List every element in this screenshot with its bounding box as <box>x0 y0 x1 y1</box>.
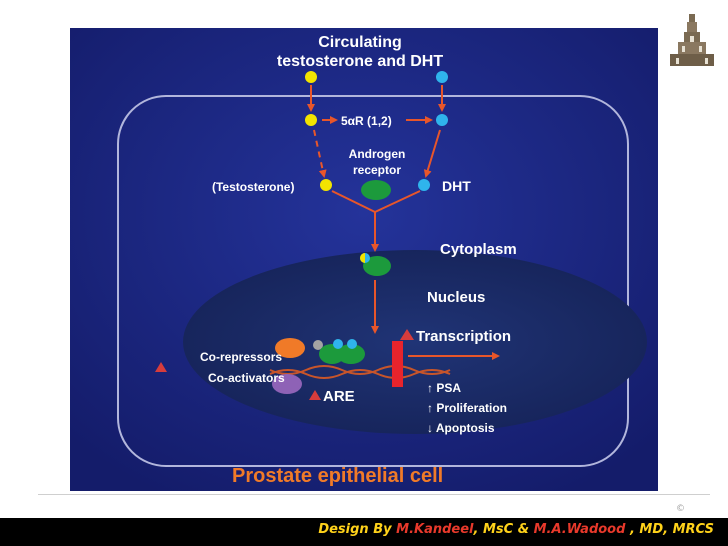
dimer-dht-right-icon <box>347 339 357 349</box>
dht-molecule <box>436 71 448 83</box>
design-credit: Design By M.Kandeel, MsC & M.A.Wadood , … <box>318 522 714 537</box>
author-2-name: M.A.Wadood <box>533 522 626 537</box>
diagram-title: Prostate epithelial cell <box>232 465 443 487</box>
enzyme-label: 5αR (1,2) <box>341 114 392 128</box>
grey-cofactor-icon <box>313 340 323 350</box>
dht-near-receptor <box>418 179 430 191</box>
receptor-dimer-left-icon <box>319 344 345 364</box>
proliferation-label: ↑ Proliferation <box>427 401 507 415</box>
nucleus-label: Nucleus <box>427 289 485 306</box>
university-tower-logo <box>670 14 714 66</box>
co-repressor-icon <box>275 338 305 358</box>
dna-strand-2 <box>269 365 451 375</box>
transcription-triangle-icon <box>400 329 414 340</box>
androgen-receptor-label-line2: receptor <box>353 163 401 177</box>
circulating-label-line1: Circulating <box>318 34 402 51</box>
testosterone-converge-line <box>331 190 376 213</box>
testosterone-dashed-arrow <box>313 129 327 178</box>
testosterone-molecule-intracellular <box>305 114 317 126</box>
circulating-label-line2: testosterone and DHT <box>277 53 443 70</box>
dht-converge-line <box>374 190 421 213</box>
gene-region-bar <box>392 341 403 387</box>
co-repressors-label: Co-repressors <box>200 350 282 364</box>
dht-molecule-intracellular <box>436 114 448 126</box>
testosterone-near-receptor <box>320 179 332 191</box>
dimer-dht-left-icon <box>333 339 343 349</box>
androgen-receptor-label-line1: Androgen <box>349 147 406 161</box>
receptor-dimer-right-icon <box>337 344 365 364</box>
psa-label: ↑ PSA <box>427 381 461 395</box>
are-triangle-icon <box>309 390 321 400</box>
transcription-label: Transcription <box>416 328 511 345</box>
nucleus <box>183 250 647 434</box>
testosterone-molecule <box>305 71 317 83</box>
receptor-complex-icon <box>363 256 391 276</box>
dht-binding-arrow <box>423 129 441 178</box>
author-1-degree: , MsC & <box>473 522 530 537</box>
androgen-receptor-icon <box>361 180 391 200</box>
author-1-name: M.Kandeel <box>396 522 474 537</box>
apoptosis-label: ↓ Apoptosis <box>427 421 495 435</box>
outside-triangle-icon <box>155 362 167 372</box>
bound-testosterone-icon <box>360 253 365 263</box>
footer-divider <box>38 494 710 495</box>
footer-bar: Design By M.Kandeel, MsC & M.A.Wadood , … <box>0 518 728 546</box>
testosterone-label: (Testosterone) <box>212 180 294 194</box>
co-activators-label: Co-activators <box>208 371 285 385</box>
are-label: ARE <box>323 388 355 405</box>
cell-membrane <box>117 95 629 467</box>
author-2-degree: , MD, MRCS <box>625 522 714 537</box>
copyright-mark: © <box>676 504 685 514</box>
cytoplasm-label: Cytoplasm <box>440 241 517 258</box>
co-activator-icon <box>272 374 302 394</box>
dht-label: DHT <box>442 178 471 194</box>
design-by-text: Design By <box>318 522 392 537</box>
diagram-slide: Circulating testosterone and DHT 5αR (1,… <box>70 28 658 491</box>
dna-strand-1 <box>269 369 451 379</box>
